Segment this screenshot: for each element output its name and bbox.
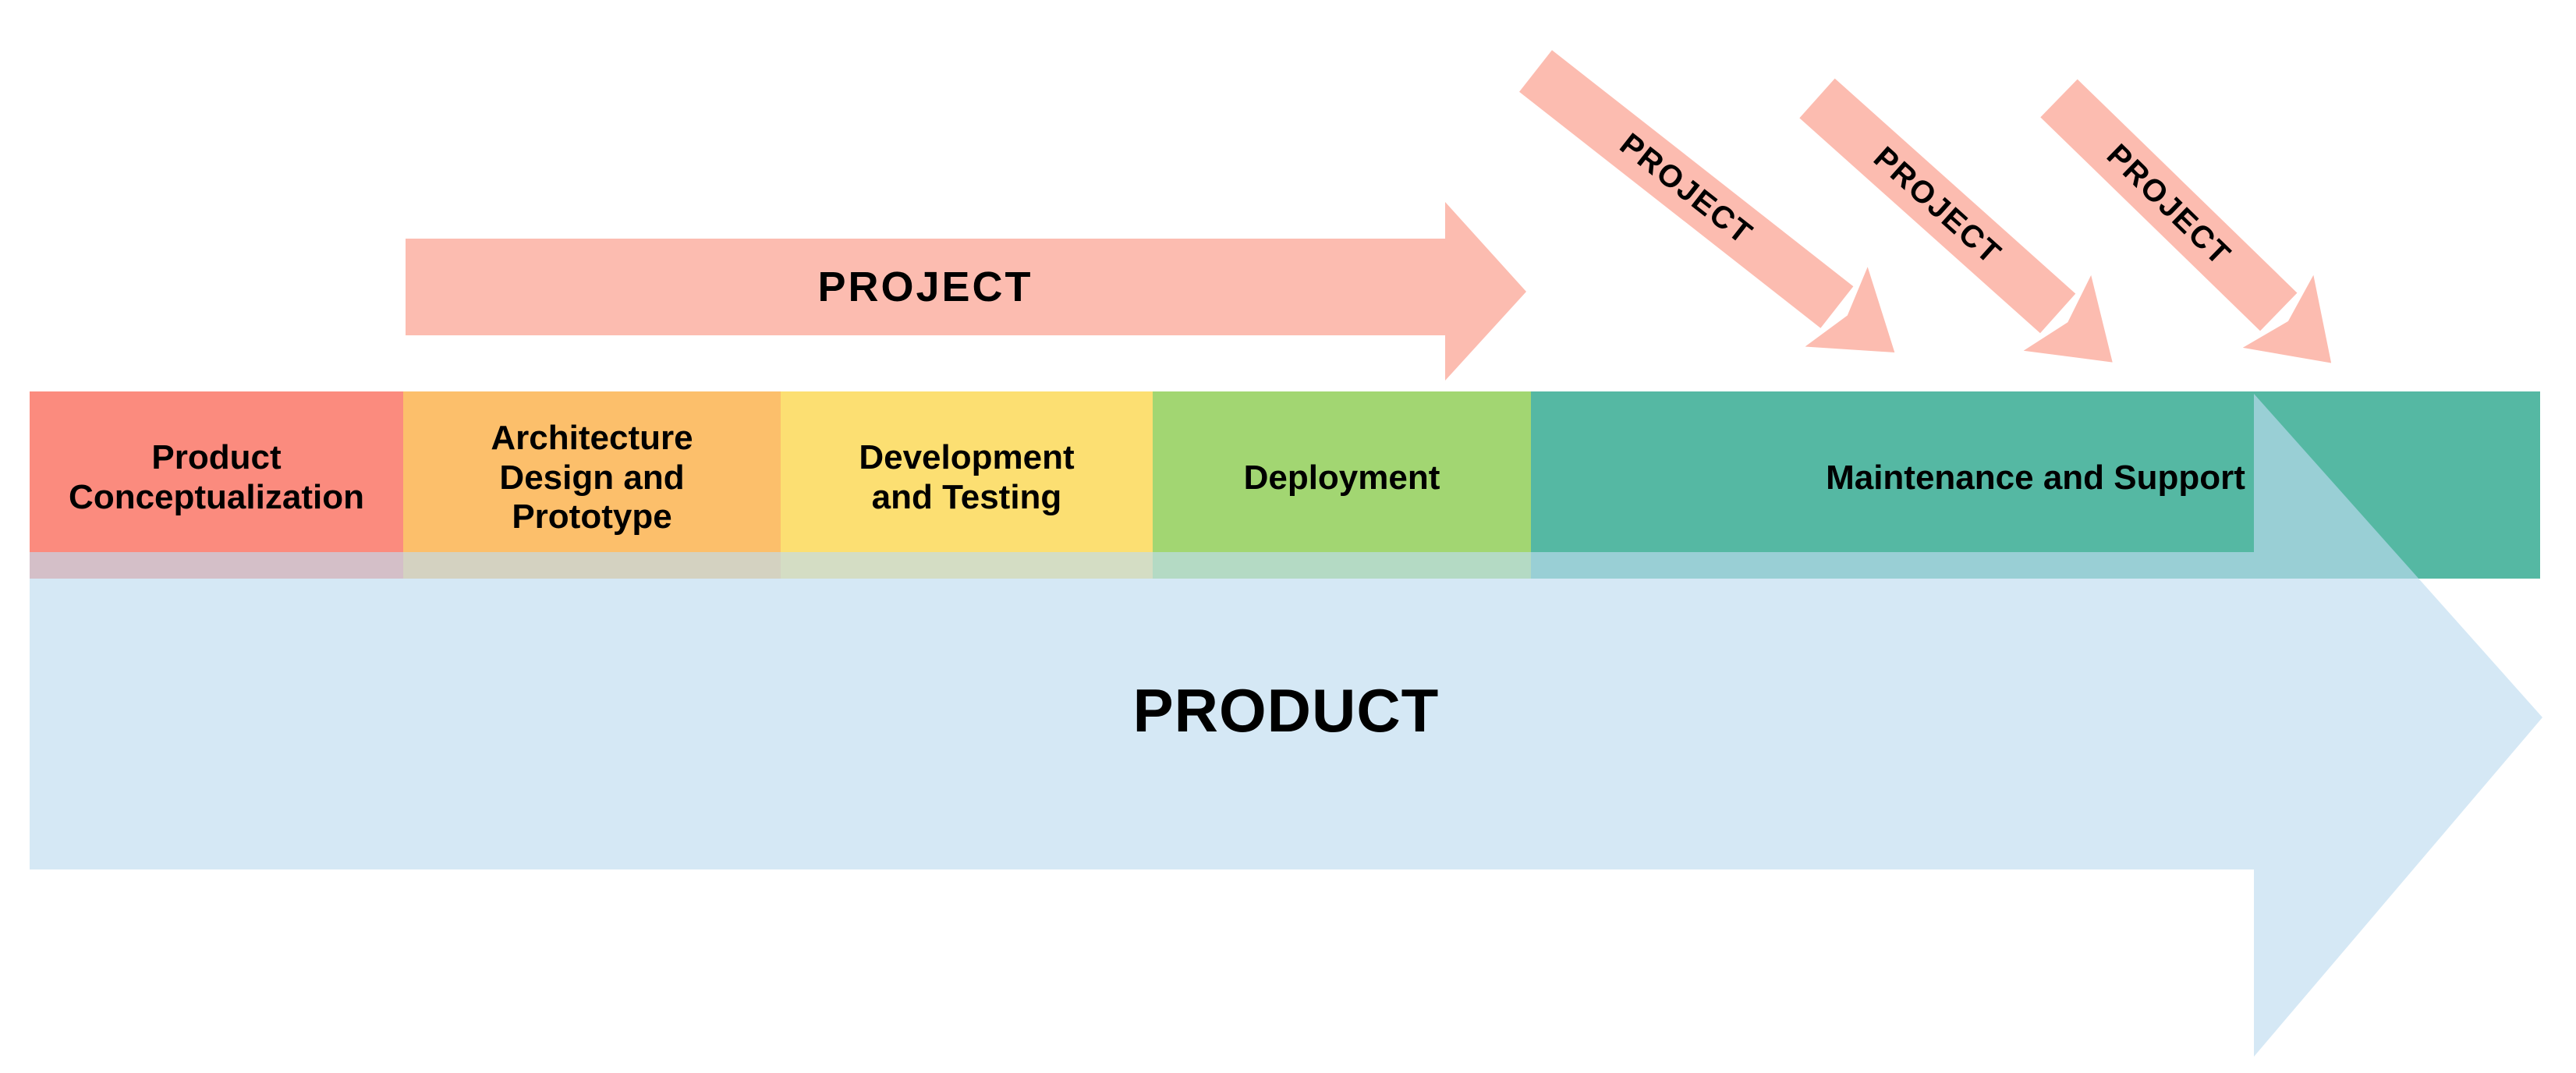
phase-label: Maintenance and Support — [1826, 458, 2245, 497]
phase-segment-architecture-design-prototype: Architecture Design and Prototype — [403, 391, 781, 579]
phase-segment-product-conceptualization: Product Conceptualization — [30, 391, 403, 579]
phase-segment-maintenance-support: Maintenance and Support — [1531, 391, 2540, 579]
arrow-shaft: PROJECT — [2040, 79, 2298, 331]
product-arrow-label: PRODUCT — [1132, 676, 1440, 745]
project-arrow-label: PROJECT — [817, 264, 1033, 310]
phase-label: Development and Testing — [859, 438, 1075, 516]
phase-label: Product Conceptualization — [69, 438, 364, 516]
project-iteration-arrow-label: PROJECT — [2100, 137, 2238, 273]
phase-segment-deployment: Deployment — [1153, 391, 1531, 579]
project-iteration-arrow-label: PROJECT — [1614, 126, 1759, 252]
lifecycle-phase-band: Product Conceptualization Architecture D… — [30, 391, 2540, 579]
project-iteration-arrow-label: PROJECT — [1867, 140, 2008, 271]
phase-label: Deployment — [1243, 458, 1440, 497]
phase-label: Architecture Design and Prototype — [491, 419, 693, 536]
phase-segment-development-testing: Development and Testing — [781, 391, 1153, 579]
arrow-shaft: PROJECT — [1519, 50, 1854, 328]
